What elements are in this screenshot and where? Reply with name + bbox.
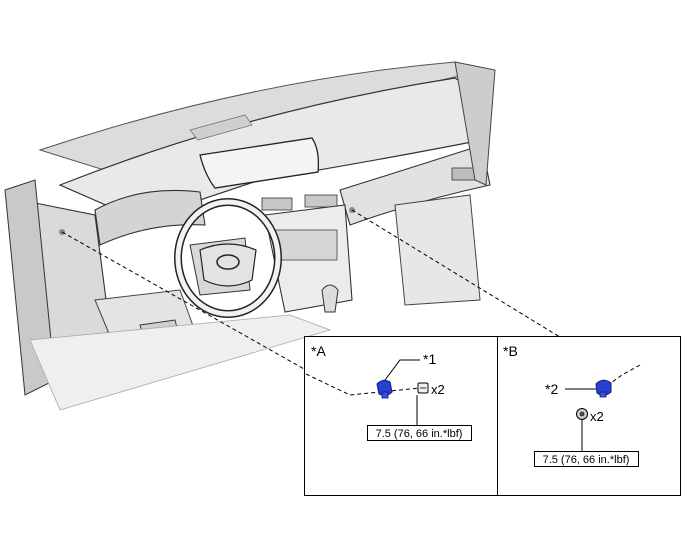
center-air-vent-left: [261, 197, 293, 211]
callout-1-label: *1: [423, 351, 436, 367]
instrument-hood: [94, 189, 206, 246]
bolt-icon: [417, 382, 429, 394]
nut-icon: [576, 408, 588, 420]
panel-a: *A *1 x2 7.5 (76, 66 in.*lbf): [311, 343, 472, 441]
torque-b-box: [534, 451, 639, 467]
panel-b: *B *2 x2 7.5 (76, 66 in.*lbf): [503, 343, 639, 467]
panel-a-quantity: x2: [431, 382, 445, 397]
console-control-panel: [274, 229, 338, 261]
right-a-pillar: [454, 61, 496, 186]
clip-icon: [376, 379, 393, 399]
torque-a-spec: 7.5 (76, 66 in.*lbf): [376, 428, 463, 440]
detail-box: [304, 336, 681, 496]
steering-wheel-hub: [199, 243, 257, 287]
dash-right-lower-trim: [394, 194, 481, 306]
clip-icon: [595, 379, 612, 398]
floor-area: [29, 314, 332, 411]
panel-b-quantity: x2: [590, 409, 604, 424]
steering-wheel-emblem: [216, 254, 240, 270]
dash-right-panel: [339, 144, 491, 226]
detail-box-frame: [304, 336, 681, 496]
dashboard-illustration: [4, 61, 496, 411]
dash-speaker-grille: [189, 114, 253, 141]
callout-2-label: *2: [545, 381, 558, 397]
leader-line-a-inner: [305, 373, 421, 396]
panel-b-label: *B: [503, 343, 518, 359]
gear-shifter: [321, 284, 339, 313]
torque-b-spec: 7.5 (76, 66 in.*lbf): [543, 454, 630, 466]
panel-a-label: *A: [311, 343, 326, 359]
callout-1-leader: [384, 359, 420, 381]
steering-wheel-rim-inner: [175, 199, 281, 317]
torque-a-box: [367, 425, 472, 441]
center-air-vent-right: [304, 194, 338, 208]
center-display: [199, 137, 320, 189]
